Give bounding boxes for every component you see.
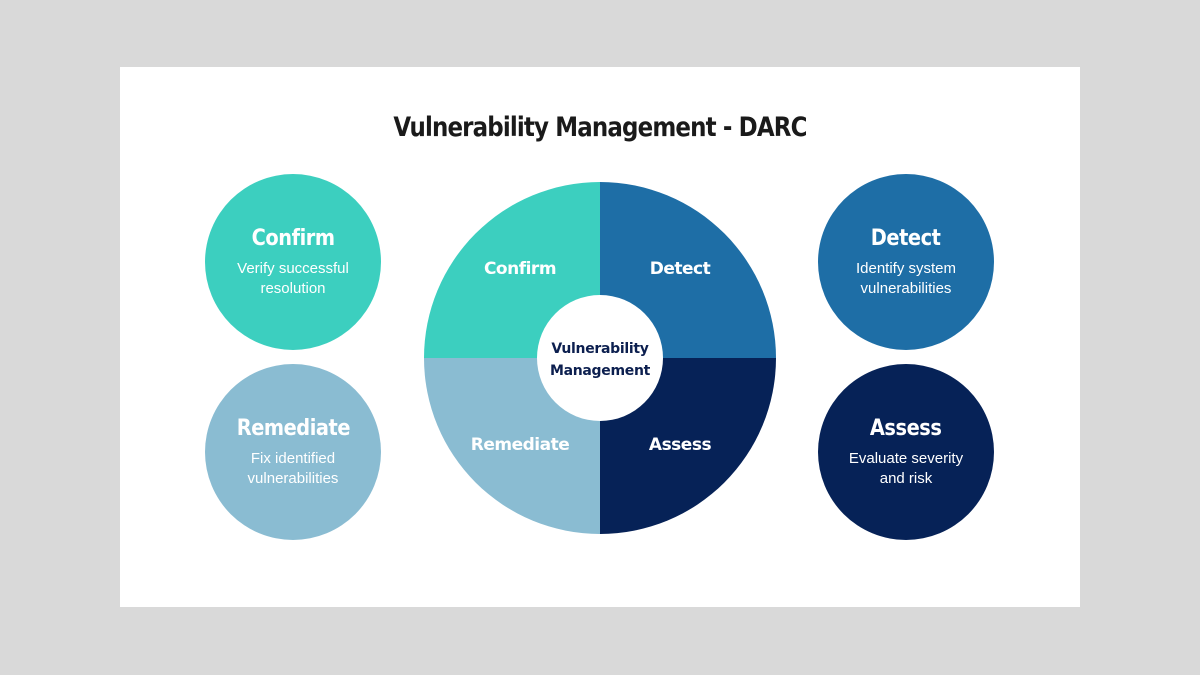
card-assess: Assess Evaluate severity and risk (818, 364, 994, 540)
segment-label-detect: Detect (650, 259, 711, 279)
card-description: Evaluate severity and risk (848, 449, 964, 487)
card-title: Assess (870, 415, 942, 441)
card-title: Detect (871, 225, 941, 251)
card-description: Identify system vulnerabilities (855, 259, 957, 297)
segment-label-assess: Assess (649, 435, 712, 455)
card-description: Fix identified vulnerabilities (247, 449, 339, 487)
page-title: Vulnerability Management - DARC (393, 112, 807, 143)
segment-label-confirm: Confirm (484, 259, 556, 279)
center-label-line2: Management (550, 363, 651, 379)
card-title: Confirm (251, 225, 335, 251)
segment-label-remediate: Remediate (471, 435, 570, 455)
card-detect: Detect Identify system vulnerabilities (818, 174, 994, 350)
card-remediate: Remediate Fix identified vulnerabilities (205, 364, 381, 540)
card-description: Verify successful resolution (237, 259, 349, 297)
card-confirm: Confirm Verify successful resolution (205, 174, 381, 350)
card-title: Remediate (236, 415, 350, 441)
center-hub (537, 295, 663, 421)
center-label-line1: Vulnerability (551, 341, 648, 357)
